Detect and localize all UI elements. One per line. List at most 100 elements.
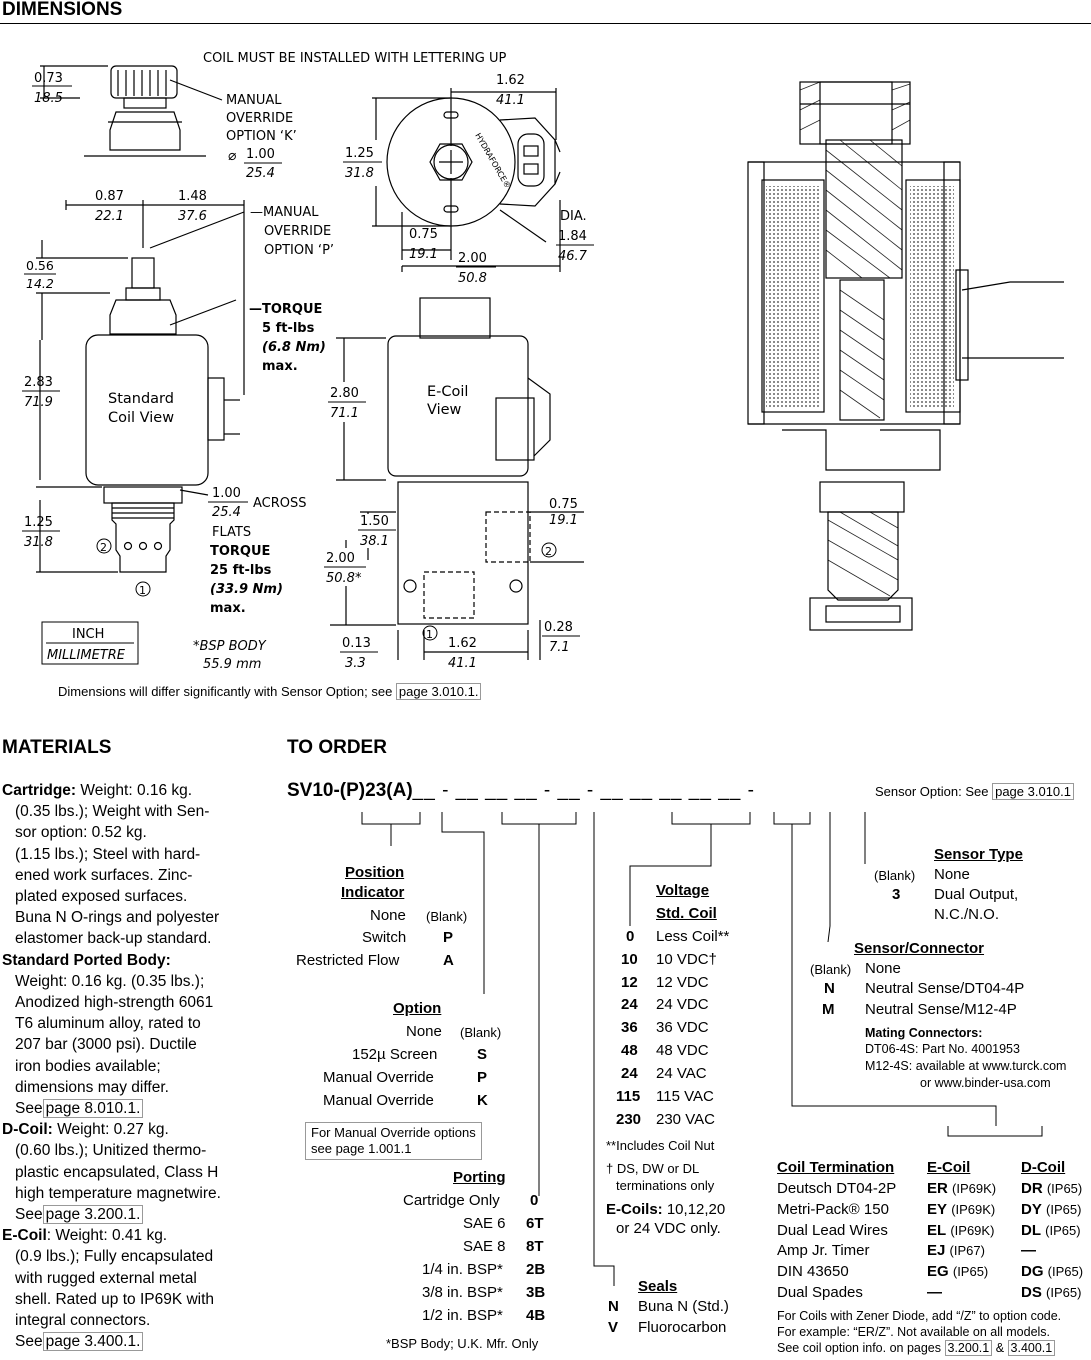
voltage-code: 230 xyxy=(616,1111,642,1128)
sensor-type-title: Sensor Type xyxy=(934,846,1023,863)
material-line: (1.15 lbs.); Steel with hard- xyxy=(15,845,201,863)
material-line: Weight: 0.16 kg. (0.35 lbs.); xyxy=(15,972,205,990)
dim-in: 1.48 xyxy=(178,189,207,204)
voltage-code: 115 xyxy=(616,1088,641,1105)
torque-bottom-line2: 25 ft-lbs xyxy=(210,563,272,578)
voltage-note: † DS, DW or DL xyxy=(606,1161,700,1176)
termination-ecoil: EJ (IP67) xyxy=(927,1242,985,1259)
material-line: plastic encapsulated, Class H xyxy=(15,1163,219,1181)
see-text: See xyxy=(15,1333,43,1351)
dimensions-heading: DIMENSIONS xyxy=(2,0,123,20)
dim-mm: 41.1 xyxy=(448,656,477,671)
sensor-connector-name: None xyxy=(865,960,901,977)
material-line: elastomer back-up standard. xyxy=(15,930,212,948)
voltage-title: Voltage xyxy=(656,882,710,899)
sensor-note-link[interactable]: page 3.010.1. xyxy=(395,683,482,700)
mating-title: Mating Connectors: xyxy=(865,1026,983,1040)
cartridge-weight: Weight: 0.16 kg. xyxy=(76,782,193,799)
voltage-code: 0 xyxy=(626,928,635,945)
termination-dcoil: DS (IP65) xyxy=(1021,1284,1082,1301)
termination-name: Dual Lead Wires xyxy=(777,1222,888,1239)
dim-mm: 31.8 xyxy=(24,535,53,550)
dim-in: 1.50 xyxy=(360,514,389,529)
sensor-option-link[interactable]: page 3.010.1 xyxy=(992,783,1074,800)
mating-line: M12-4S: available at www.turck.com xyxy=(865,1059,1067,1073)
seal-name: Fluorocarbon xyxy=(638,1319,727,1336)
position-indicator-title: Position xyxy=(345,864,405,881)
dcoil-link[interactable]: page 3.200.1. xyxy=(42,1205,144,1225)
coil-page-link-1[interactable]: 3.200.1 xyxy=(944,1340,993,1356)
seal-code: V xyxy=(608,1319,619,1336)
override-k-line1: MANUAL xyxy=(226,93,282,108)
termination-ecoil: EL (IP69K) xyxy=(927,1222,995,1239)
ecoil-link[interactable]: page 3.400.1. xyxy=(42,1332,144,1352)
option-title: Option xyxy=(393,1000,442,1017)
torque-top-line2: 5 ft-lbs xyxy=(262,321,315,336)
dim-mm: 25.4 xyxy=(246,166,275,181)
sensor-type-name: Dual Output, xyxy=(934,886,1019,903)
voltage-code: 24 xyxy=(621,996,638,1013)
dim-mm: 50.8* xyxy=(326,571,362,586)
model-number: SV10-(P)23(A) xyxy=(287,780,413,801)
flats-label: FLATS xyxy=(212,525,251,540)
porting-code: 8T xyxy=(526,1238,544,1255)
termination-name: Deutsch DT04-2P xyxy=(777,1180,897,1197)
dim-mm: 71.1 xyxy=(330,406,359,421)
zener-note-1: For Coils with Zener Diode, add “/Z” to … xyxy=(777,1309,1062,1323)
sensor-connector-code: N xyxy=(824,980,835,997)
sensor-connector-title: Sensor/Connector xyxy=(854,940,985,957)
porting-code: 4B xyxy=(526,1307,546,1324)
material-line: plated exposed surfaces. xyxy=(15,888,188,906)
sensor-connector-name: Neutral Sense/M12-4P xyxy=(865,1001,1017,1018)
dim-mm: 19.1 xyxy=(409,247,438,262)
ecoils-label: E-Coils: xyxy=(606,1201,663,1218)
ecoil-label: E-Coil xyxy=(2,1227,47,1245)
material-line: integral connectors. xyxy=(15,1312,151,1330)
material-line: shell. Rated up to IP69K with xyxy=(15,1290,215,1308)
ecoil-view-label: E-Coil xyxy=(427,384,468,400)
dim-in: 0.75 xyxy=(549,497,578,512)
coil-page-link-2[interactable]: 3.400.1 xyxy=(1007,1340,1056,1356)
seals-title: Seals xyxy=(638,1278,678,1295)
material-line: (0.9 lbs.); Fully encapsulated xyxy=(15,1248,214,1266)
termination-name: DIN 43650 xyxy=(777,1263,849,1280)
dim-in: 1.25 xyxy=(24,515,53,530)
material-line: T6 aluminum alloy, rated to xyxy=(15,1015,201,1033)
material-line: Buna N O-rings and polyester xyxy=(15,909,220,927)
callout-1: 1 xyxy=(139,584,146,597)
sensor-note: Dimensions will differ significantly wit… xyxy=(58,683,482,700)
voltage-note: terminations only xyxy=(616,1178,715,1193)
dim-in: 1.62 xyxy=(496,73,525,88)
order-brackets xyxy=(361,812,1043,1286)
material-line: with rugged external metal xyxy=(15,1269,197,1287)
cartridge-line: Cartridge: Weight: 0.16 kg. xyxy=(2,780,262,801)
dim-mm: 7.1 xyxy=(549,640,570,655)
seal-code: N xyxy=(608,1298,619,1315)
voltage-code: 12 xyxy=(621,974,638,991)
termination-ecoil: EY (IP69K) xyxy=(927,1201,996,1218)
dcoil-column-title: D-Coil xyxy=(1021,1159,1066,1176)
legend-inch: INCH xyxy=(72,627,104,642)
option-note: For Manual Override options see page 1.0… xyxy=(305,1122,482,1160)
cartridge-label: Cartridge: xyxy=(2,782,77,799)
dim-mm: 14.2 xyxy=(26,276,54,291)
callout-2: 2 xyxy=(545,545,552,558)
option-override-k: Manual Override xyxy=(323,1092,434,1109)
override-k-line3: OPTION ‘K’ xyxy=(226,129,297,144)
voltage-code: 36 xyxy=(621,1019,638,1036)
dim-mm: 38.1 xyxy=(360,534,389,549)
option-override-p: Manual Override xyxy=(323,1069,434,1086)
override-k-line2: OVERRIDE xyxy=(226,111,293,126)
porting-row: SAE 6 xyxy=(463,1215,506,1232)
model-code: SV10-(P)23(A)__ - __ __ __ - __ - __ __ … xyxy=(287,780,755,802)
dim-in: 1.62 xyxy=(448,636,477,651)
ecoils-note-2: or 24 VDC only. xyxy=(616,1220,721,1237)
model-tail: __ - __ __ __ - __ - __ __ __ __ __ - xyxy=(412,780,755,801)
heading-rule xyxy=(0,23,1091,24)
sensor-type-cont: N.C./N.O. xyxy=(934,906,1000,923)
porting-code: 3B xyxy=(526,1284,546,1301)
dim-mm: 46.7 xyxy=(558,249,588,264)
porting-code: 0 xyxy=(530,1192,539,1209)
dim-mm: 3.3 xyxy=(345,656,366,671)
ported-body-link[interactable]: page 8.010.1. xyxy=(42,1099,144,1119)
